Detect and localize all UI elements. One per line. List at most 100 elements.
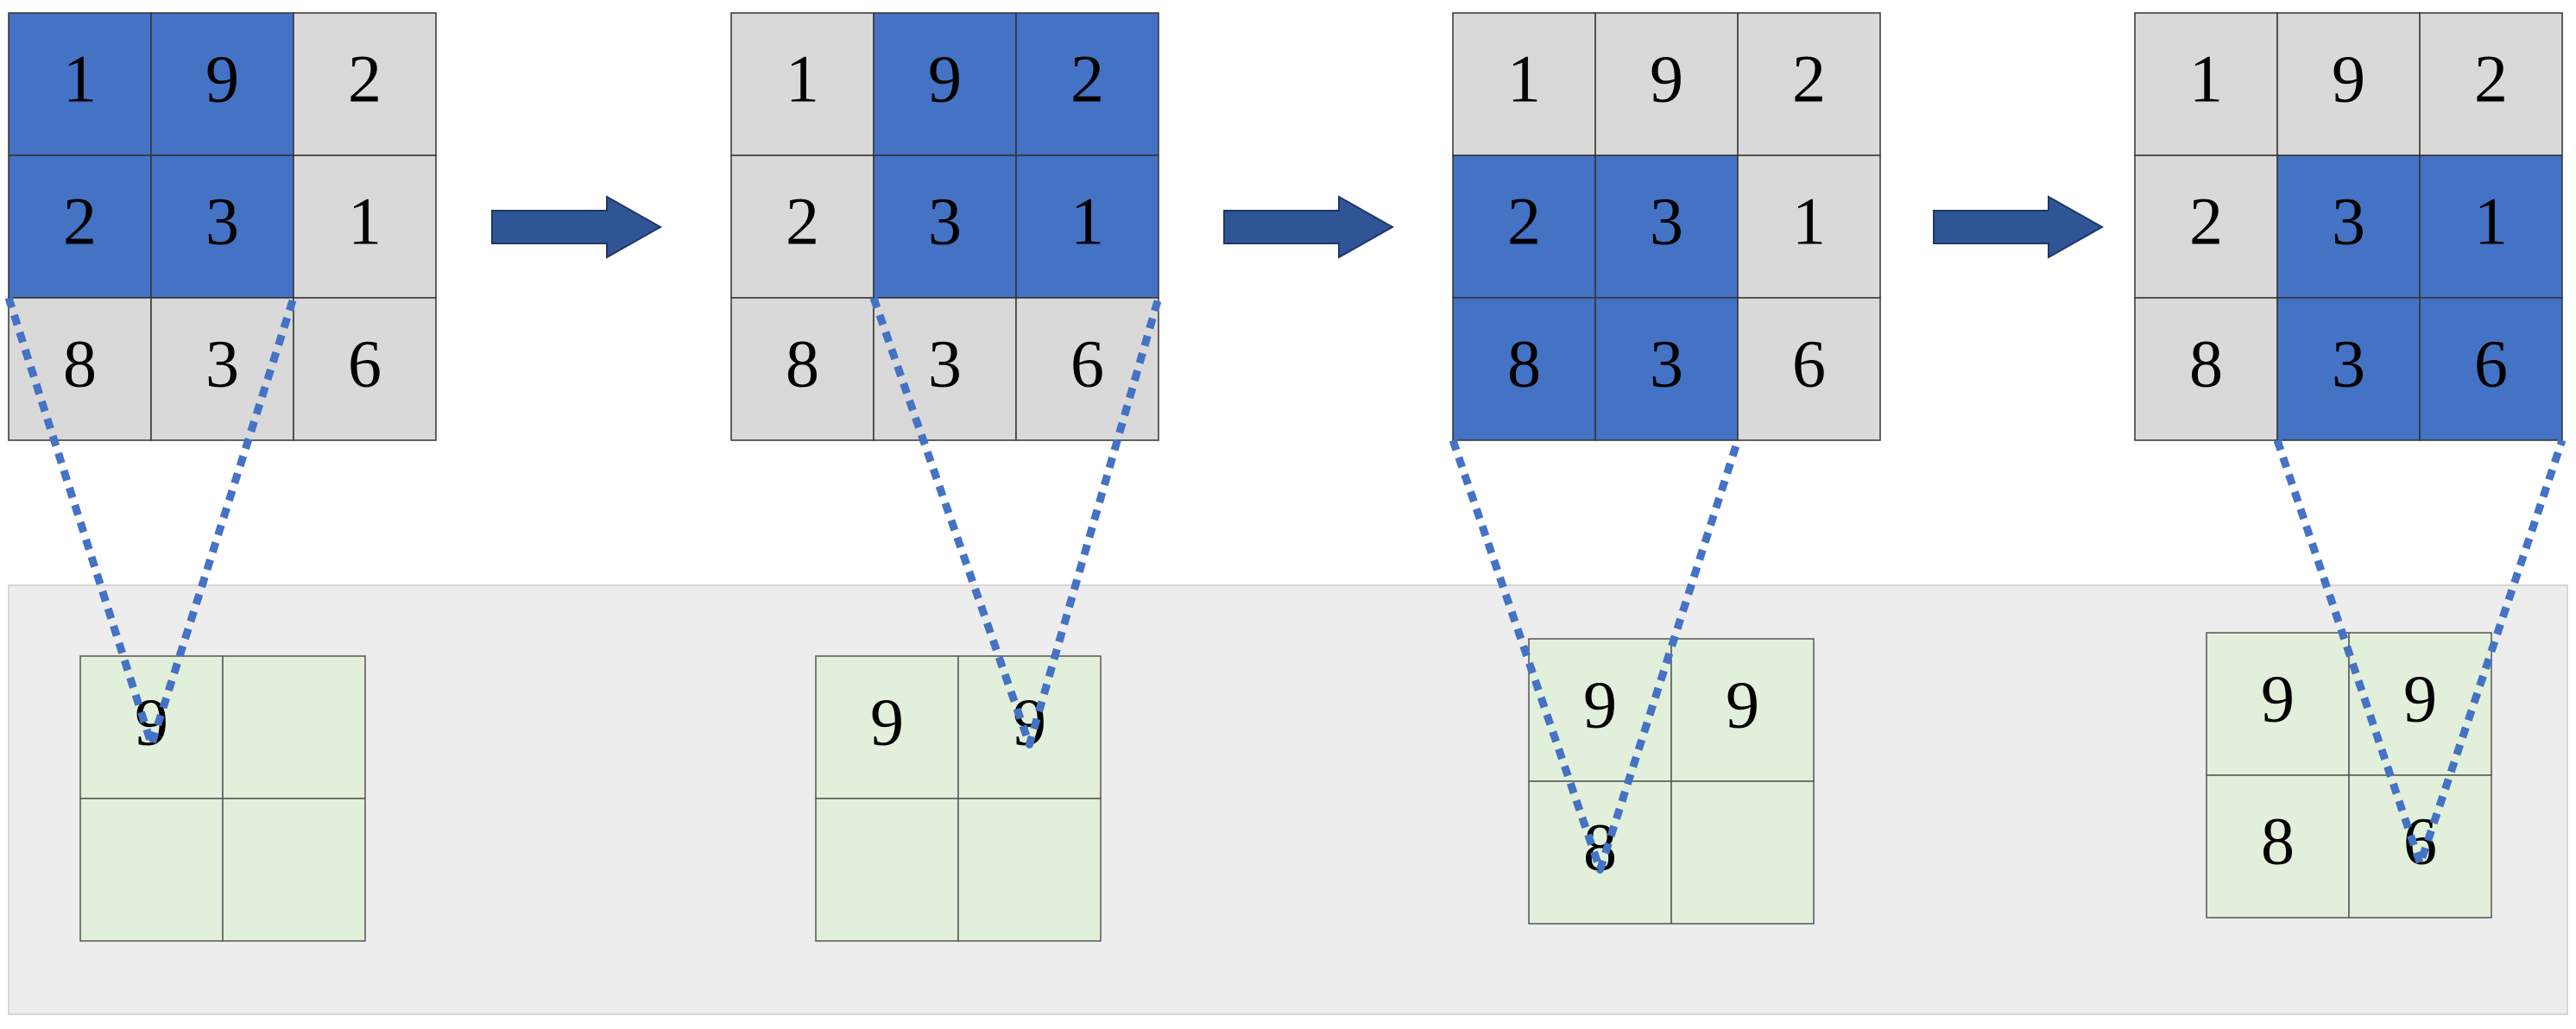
input-cell-value: 6 bbox=[348, 325, 382, 401]
right-arrow-icon bbox=[491, 195, 663, 259]
input-cell-value: 9 bbox=[928, 41, 962, 116]
pool-window-cell bbox=[873, 155, 1017, 299]
output-cell bbox=[2348, 632, 2492, 776]
pool-window-cell bbox=[150, 12, 294, 156]
output-cell bbox=[957, 655, 1102, 799]
input-grid-step-3: 1 9 2 2 3 1 8 3 6 bbox=[1452, 12, 1881, 441]
output-cell bbox=[1528, 780, 1672, 925]
output-cell bbox=[222, 798, 366, 942]
output-cell-value: 9 bbox=[870, 684, 904, 759]
output-cell-value: 9 bbox=[1583, 666, 1617, 742]
input-cell-value: 8 bbox=[786, 325, 819, 401]
output-cell bbox=[2206, 774, 2350, 919]
pool-window-cell bbox=[1015, 155, 1159, 299]
pool-window-cell bbox=[8, 12, 152, 156]
input-cell-value: 1 bbox=[1070, 183, 1104, 258]
input-cell-value: 6 bbox=[1792, 325, 1826, 401]
input-cell bbox=[2134, 12, 2278, 156]
input-cell-value: 3 bbox=[205, 183, 239, 258]
input-cell-value: 1 bbox=[1507, 41, 1541, 116]
output-cell bbox=[1670, 638, 1815, 782]
pool-window-cell bbox=[1594, 155, 1739, 299]
output-cell bbox=[815, 655, 959, 799]
input-cell-value: 8 bbox=[63, 325, 97, 401]
input-cell-value: 3 bbox=[1650, 183, 1683, 258]
input-cell-value: 9 bbox=[1650, 41, 1683, 116]
input-cell-value: 3 bbox=[2332, 325, 2365, 401]
input-cell bbox=[1737, 155, 1881, 299]
input-cell-value: 1 bbox=[348, 183, 382, 258]
pool-window-cell bbox=[1594, 297, 1739, 441]
output-cell-value: 9 bbox=[1726, 666, 1759, 742]
input-cell-value: 2 bbox=[63, 183, 97, 258]
input-cell-value: 8 bbox=[1507, 325, 1541, 401]
output-cell-value: 8 bbox=[2261, 803, 2295, 878]
input-cell bbox=[1737, 297, 1881, 441]
input-cell bbox=[293, 297, 437, 441]
input-cell-value: 6 bbox=[1070, 325, 1104, 401]
pool-window-cell bbox=[2276, 155, 2421, 299]
input-cell-value: 8 bbox=[2189, 325, 2223, 401]
input-cell-value: 2 bbox=[348, 41, 382, 116]
output-cell-value: 9 bbox=[2261, 660, 2295, 735]
input-cell-value: 1 bbox=[1792, 183, 1826, 258]
input-cell bbox=[730, 155, 874, 299]
right-arrow-icon bbox=[1933, 195, 2105, 259]
input-cell-value: 3 bbox=[1650, 325, 1683, 401]
right-arrow-icon bbox=[1223, 195, 1395, 259]
input-cell-value: 3 bbox=[205, 325, 239, 401]
pool-window-cell bbox=[2419, 155, 2563, 299]
input-cell-value: 2 bbox=[1070, 41, 1104, 116]
input-cell-value: 2 bbox=[786, 183, 819, 258]
output-cell bbox=[79, 655, 224, 799]
input-cell bbox=[2134, 297, 2278, 441]
input-cell bbox=[2276, 12, 2421, 156]
input-cell-value: 1 bbox=[2474, 183, 2508, 258]
output-band bbox=[8, 584, 2568, 1015]
input-cell-value: 6 bbox=[2474, 325, 2508, 401]
input-cell-value: 2 bbox=[2474, 41, 2508, 116]
pooling-connector-line bbox=[4, 296, 298, 748]
pool-window-cell bbox=[1452, 297, 1596, 441]
input-cell bbox=[150, 297, 294, 441]
input-cell-value: 2 bbox=[2189, 183, 2223, 258]
output-cell bbox=[1670, 780, 1815, 925]
output-cell-value: 9 bbox=[2403, 660, 2437, 735]
input-cell bbox=[730, 297, 874, 441]
input-cell-value: 1 bbox=[786, 41, 819, 116]
input-cell-value: 2 bbox=[1792, 41, 1826, 116]
output-cell bbox=[79, 798, 224, 942]
output-grid-step-1: 9 bbox=[79, 655, 366, 942]
input-cell bbox=[1452, 12, 1596, 156]
output-cell bbox=[957, 798, 1102, 942]
output-cell bbox=[2206, 632, 2350, 776]
output-cell bbox=[815, 798, 959, 942]
pool-window-cell bbox=[150, 155, 294, 299]
input-cell-value: 9 bbox=[2332, 41, 2365, 116]
pooling-connector-line bbox=[1449, 439, 1742, 874]
pool-window-cell bbox=[2419, 297, 2563, 441]
input-cell-value: 1 bbox=[2189, 41, 2223, 116]
input-cell-value: 1 bbox=[63, 41, 97, 116]
input-grid-step-2: 1 9 2 2 3 1 8 3 6 bbox=[730, 12, 1159, 441]
pool-window-cell bbox=[1015, 12, 1159, 156]
input-cell bbox=[1737, 12, 1881, 156]
input-cell-value: 3 bbox=[928, 325, 962, 401]
input-cell bbox=[293, 155, 437, 299]
connector-lines bbox=[4, 296, 2567, 874]
input-cell-value: 2 bbox=[1507, 183, 1541, 258]
pooling-connector-line bbox=[2273, 439, 2567, 868]
output-cell bbox=[222, 655, 366, 799]
pooling-connector-line bbox=[869, 296, 1163, 748]
input-cell bbox=[1015, 297, 1159, 441]
output-cell bbox=[2348, 774, 2492, 919]
input-cell bbox=[293, 12, 437, 156]
input-cell-value: 3 bbox=[928, 183, 962, 258]
